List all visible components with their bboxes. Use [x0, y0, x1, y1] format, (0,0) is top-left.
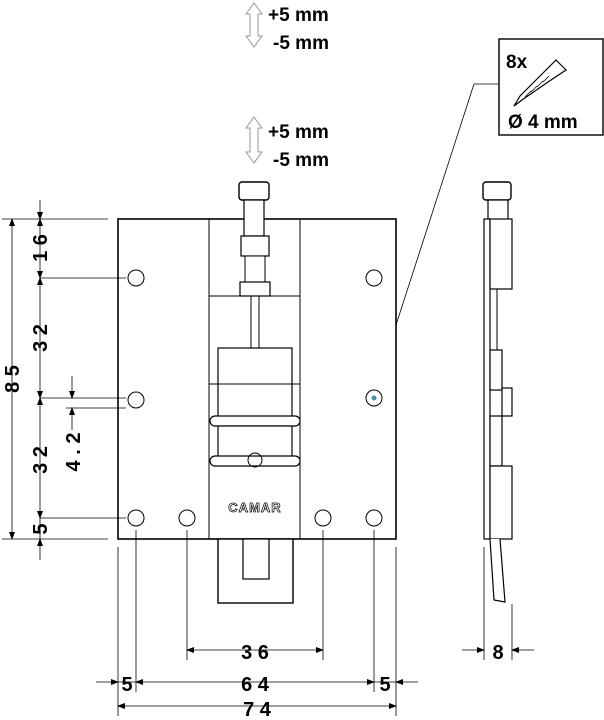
- dim-side-depth: 8: [492, 642, 503, 664]
- dim-width-total: 7 4: [243, 699, 272, 720]
- adjust-arrow-top-icon: [245, 2, 263, 48]
- adjust-top-plus: +5 mm: [268, 5, 329, 26]
- dim-middle-offset: 4 . 2: [63, 433, 85, 472]
- dim-margin-right: 5: [379, 674, 390, 696]
- adjust-middle-minus: -5 mm: [273, 150, 329, 171]
- front-view-plate: CAMAR: [117, 181, 397, 604]
- hole-top-right: [365, 269, 383, 287]
- vertical-dimensions: [2, 200, 126, 560]
- side-view-plate: [482, 181, 513, 603]
- adjust-top-minus: -5 mm: [273, 33, 329, 54]
- dim-inner-holes: 3 6: [241, 642, 269, 664]
- dim-hole-spacing-upper: 3 2: [30, 324, 52, 352]
- horizontal-dimensions: [96, 530, 534, 716]
- screw-diameter: Ø 4 mm: [508, 112, 578, 133]
- dim-outer-holes: 6 4: [241, 674, 270, 696]
- hole-inner-right: [314, 509, 332, 527]
- hole-bottom-left: [127, 509, 145, 527]
- brand-label: CAMAR: [228, 500, 281, 515]
- dim-bottom-offset: 5: [30, 523, 52, 534]
- hole-bottom-right: [365, 509, 383, 527]
- screw-head-icon: [371, 395, 377, 401]
- dim-height-total: 8 5: [2, 365, 24, 393]
- hole-top-left: [127, 269, 145, 287]
- dim-margin-left: 5: [121, 674, 132, 696]
- dim-top-offset: 1 6: [30, 234, 52, 262]
- hole-mid-left: [127, 391, 145, 409]
- screw-quantity: 8x: [506, 52, 528, 73]
- adjust-arrow-middle-icon: [245, 116, 263, 164]
- hole-mid-right: [365, 389, 383, 407]
- screw-info-box: 8x Ø 4 mm: [498, 38, 604, 136]
- hole-inner-left: [178, 509, 196, 527]
- dim-hole-spacing-lower: 3 2: [30, 446, 52, 474]
- screw-icon: [513, 59, 567, 107]
- adjust-middle-plus: +5 mm: [268, 122, 329, 143]
